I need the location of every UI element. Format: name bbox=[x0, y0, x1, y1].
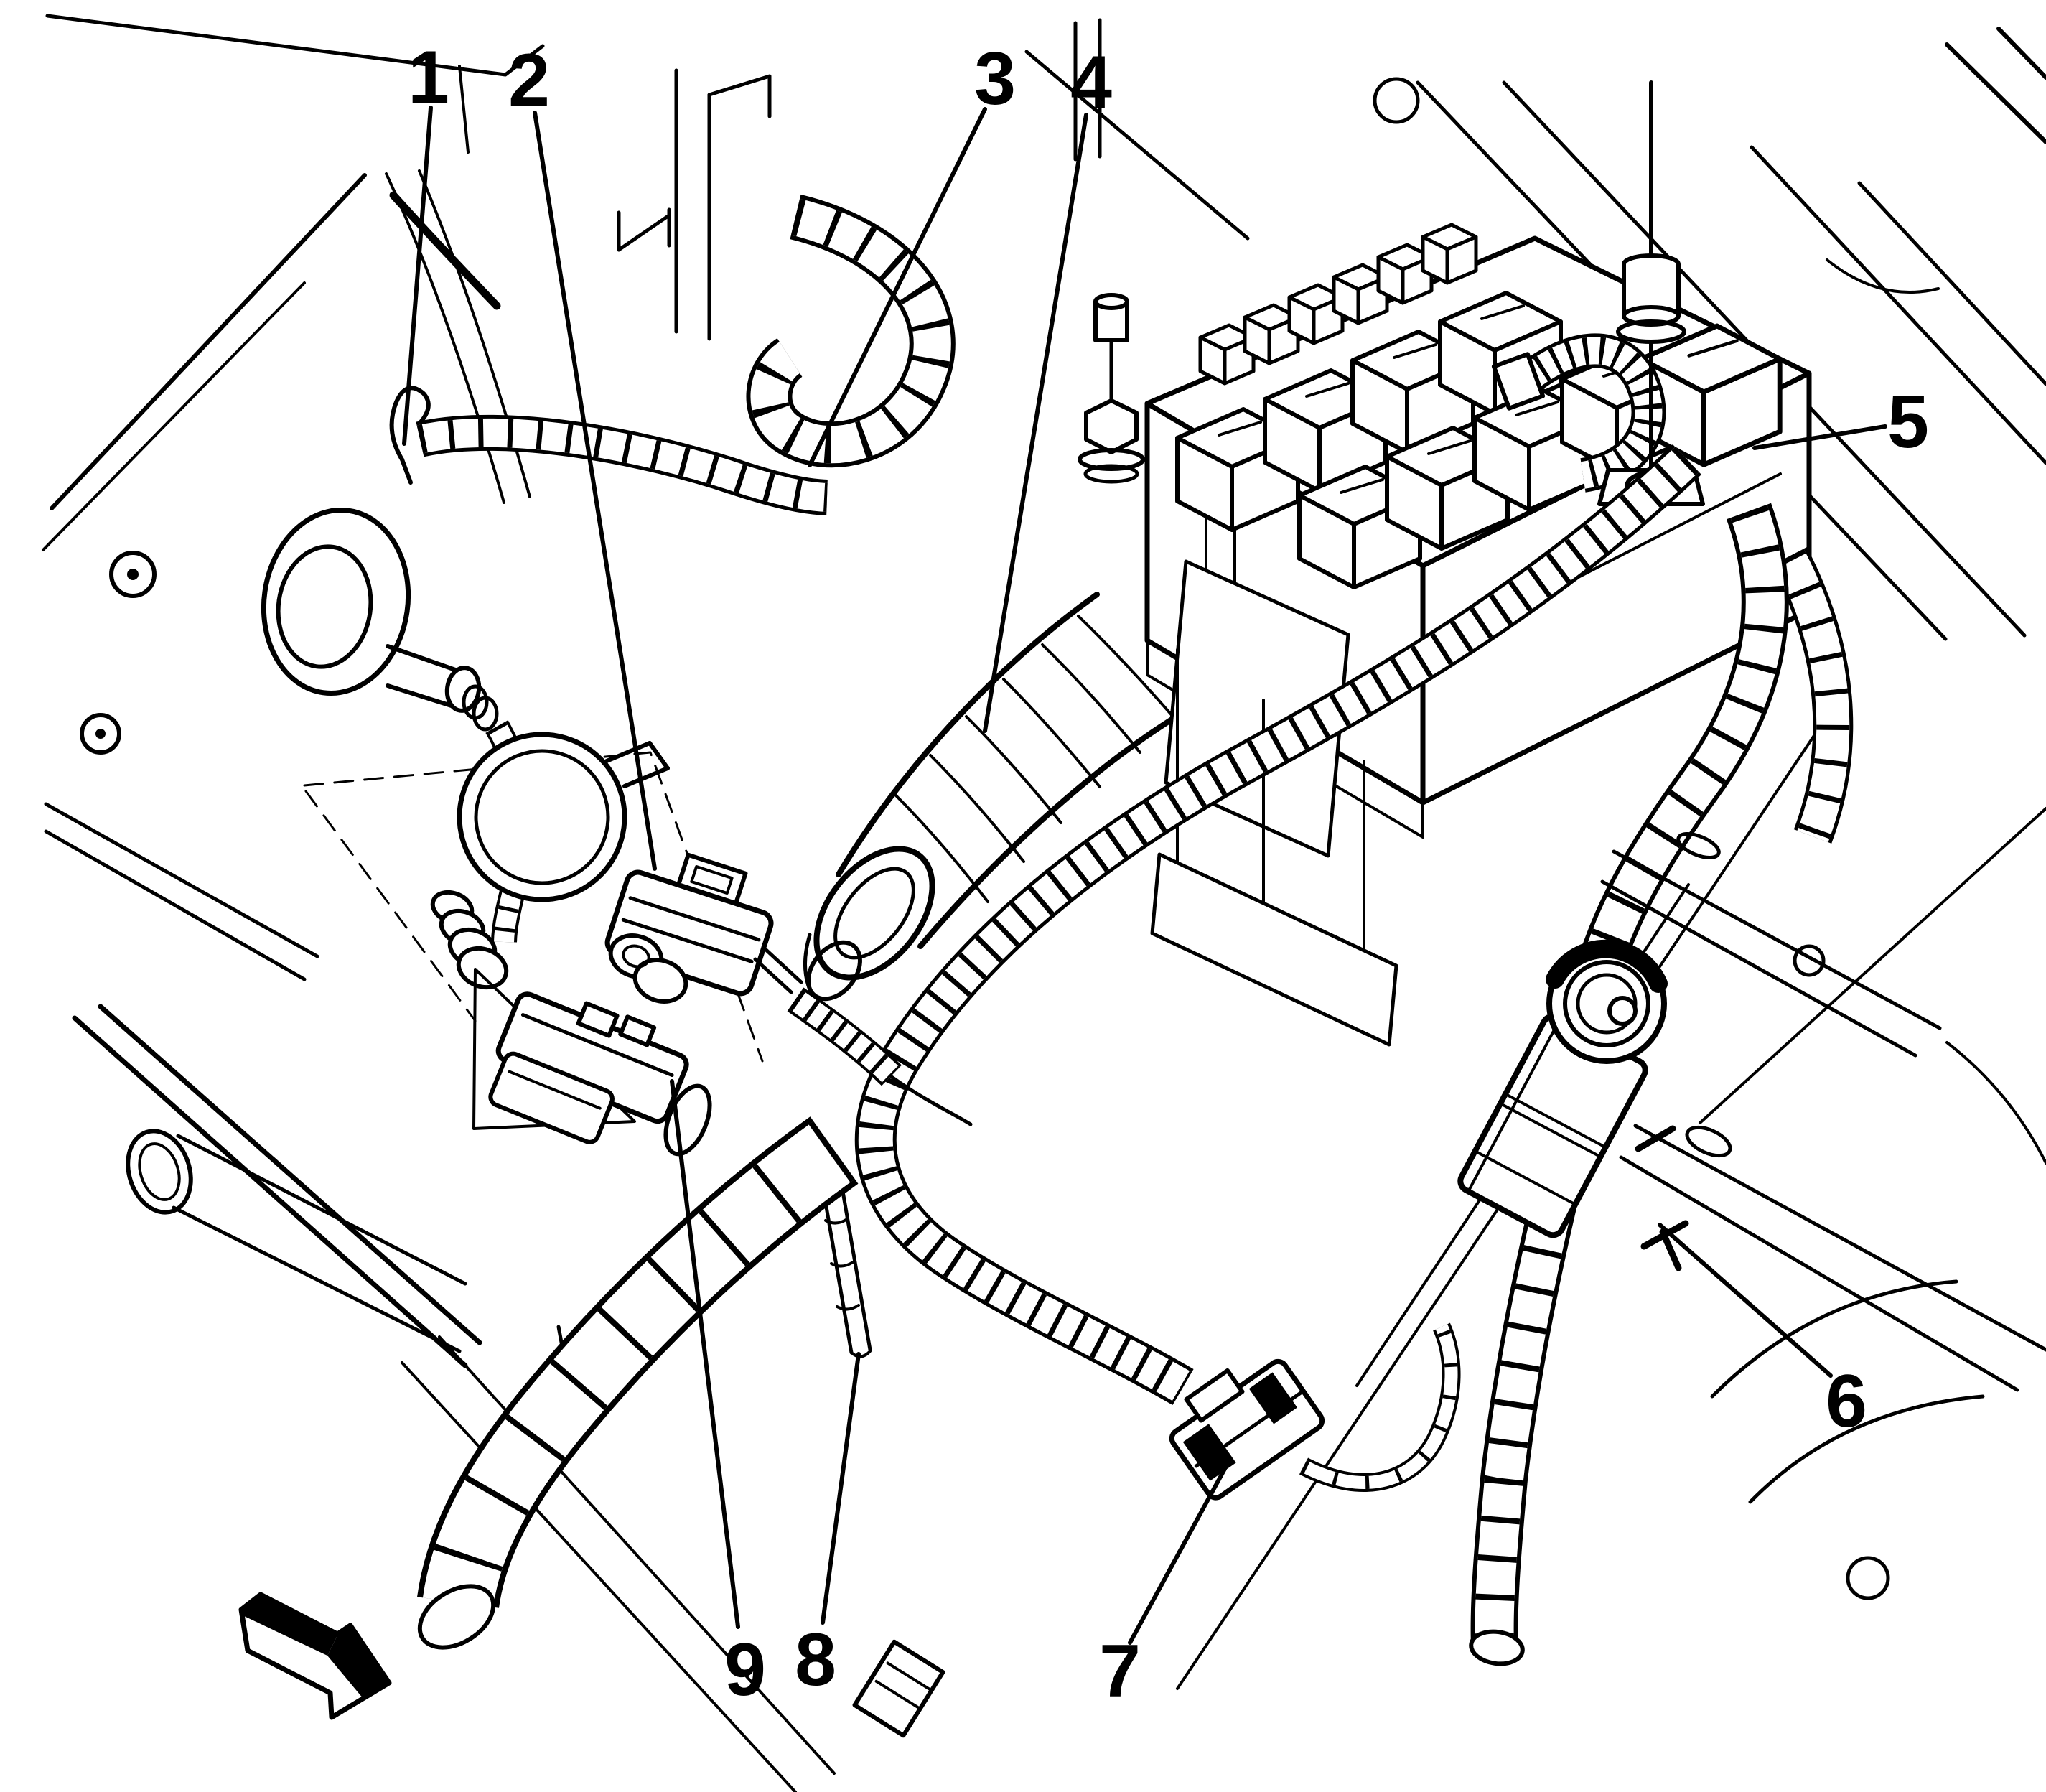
center-connector bbox=[604, 852, 973, 1126]
callout-9-label: 9 bbox=[724, 1628, 766, 1712]
callout-1-label: 1 bbox=[408, 36, 449, 119]
callout-6-label: 6 bbox=[1826, 1360, 1867, 1443]
callout-7-leader bbox=[1128, 1467, 1227, 1645]
direction-arrow-icon bbox=[238, 1592, 392, 1720]
grommet bbox=[80, 386, 524, 942]
callout-3-label: 3 bbox=[974, 37, 1016, 121]
callout-3-leader bbox=[808, 107, 987, 467]
callout-8-leader bbox=[821, 1352, 861, 1625]
direction-arrow-head-top bbox=[327, 1628, 388, 1699]
callout-4-label: 4 bbox=[1070, 41, 1112, 124]
wire-harness-left bbox=[430, 890, 712, 1157]
callout-2-label: 2 bbox=[508, 39, 550, 122]
callout-9-leader bbox=[670, 1079, 740, 1629]
right-conduit bbox=[1469, 511, 1833, 1667]
harness-clamp bbox=[457, 732, 670, 902]
callout-7-label: 7 bbox=[1099, 1630, 1141, 1713]
callout-1-leader bbox=[402, 106, 433, 446]
callout-8-label: 8 bbox=[795, 1618, 836, 1702]
frame-bottom-right bbox=[1600, 832, 2046, 1600]
callout-6-leader bbox=[1658, 1223, 1833, 1378]
connector-7 bbox=[1169, 1327, 1452, 1501]
bottom-hose bbox=[408, 1150, 834, 1650]
callout-4-leader bbox=[983, 113, 1088, 733]
callout-5-label: 5 bbox=[1887, 381, 1929, 464]
callout-5-leader bbox=[1752, 424, 1887, 450]
corrugated-tube-large bbox=[803, 592, 1203, 1025]
direction-arrow-shaft-top bbox=[243, 1596, 337, 1656]
sensor bbox=[1457, 939, 1668, 1238]
callout-2-leader bbox=[533, 111, 657, 871]
